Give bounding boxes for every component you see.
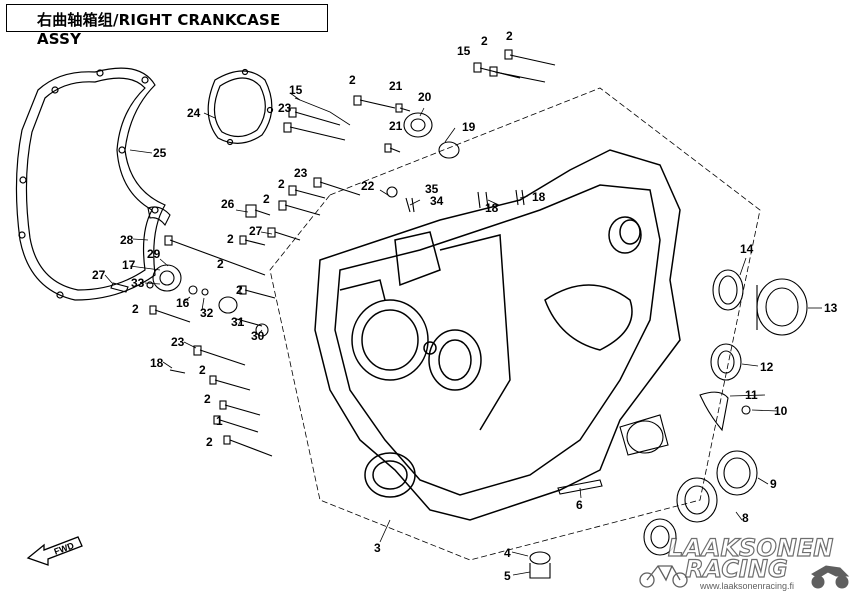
watermark-line2: RACING: [685, 555, 788, 583]
callout-30: 30: [251, 329, 265, 343]
callout-2: 2: [349, 73, 356, 87]
title-box: 右曲轴箱组/RIGHT CRANKCASE ASSY: [6, 4, 328, 48]
callout-13: 13: [824, 301, 838, 315]
callout-28: 28: [120, 233, 134, 247]
callout-27: 27: [249, 224, 263, 238]
callout-18: 18: [532, 190, 546, 204]
bicycle-icon: [639, 565, 688, 588]
callout-32: 32: [200, 306, 214, 320]
callout-2: 2: [199, 363, 206, 377]
callout-14: 14: [740, 242, 754, 256]
callout-10: 10: [774, 404, 788, 418]
callout-15: 15: [289, 83, 303, 97]
callout-2: 2: [278, 177, 285, 191]
callout-21: 21: [389, 119, 403, 133]
callout-11: 11: [745, 388, 758, 402]
callout-4: 4: [504, 546, 511, 560]
callout-12: 12: [760, 360, 774, 374]
callout-33: 33: [131, 276, 145, 290]
callout-19: 19: [462, 120, 476, 134]
callout-20: 20: [418, 90, 432, 104]
laaksonen-racing-watermark: LAAKSONEN RACING www.laaksonenracing.fi: [639, 533, 850, 591]
assembly-outline: [269, 87, 761, 561]
callout-17: 17: [122, 258, 136, 272]
callout-15: 15: [457, 44, 471, 58]
callout-23: 23: [294, 166, 308, 180]
page-title: 右曲轴箱组/RIGHT CRANKCASE ASSY: [37, 11, 281, 48]
callout-2: 2: [263, 192, 270, 206]
callout-18: 18: [150, 356, 164, 370]
callout-labels: 2 2 15 2 21 20 15 23 24 21 19 25 23 2 22…: [92, 29, 838, 583]
watermark-url: www.laaksonenracing.fi: [699, 581, 794, 591]
bolt-set: [149, 49, 556, 457]
callout-9: 9: [770, 477, 777, 491]
callout-25: 25: [153, 146, 167, 160]
callout-2: 2: [236, 283, 243, 297]
leader-lines: [104, 92, 822, 576]
callout-2: 2: [204, 392, 211, 406]
callout-16: 16: [176, 296, 190, 310]
callout-2: 2: [206, 435, 213, 449]
callout-2: 2: [132, 302, 139, 316]
callout-2: 2: [481, 34, 488, 48]
right-crankcase-body: [314, 149, 681, 521]
callout-26: 26: [221, 197, 235, 211]
callout-6: 6: [576, 498, 583, 512]
callout-2: 2: [506, 29, 513, 43]
callout-2: 2: [217, 257, 224, 271]
callout-21: 21: [389, 79, 403, 93]
callout-34: 34: [430, 194, 444, 208]
callout-23: 23: [278, 101, 292, 115]
callout-35: 35: [425, 182, 439, 196]
callout-2: 2: [227, 232, 234, 246]
callout-3: 3: [374, 541, 381, 555]
small-parts: [110, 112, 808, 579]
callout-27: 27: [92, 268, 106, 282]
outer-cover-gasket: [15, 67, 166, 301]
callout-8: 8: [742, 511, 749, 525]
callout-18: 18: [485, 201, 499, 215]
callout-29: 29: [147, 247, 161, 261]
callout-22: 22: [361, 179, 375, 193]
callout-1: 1: [216, 414, 223, 428]
fwd-label: FWD: [53, 540, 76, 557]
callout-5: 5: [504, 569, 511, 583]
cover-gasket: [207, 68, 274, 146]
callout-31: 31: [231, 315, 245, 329]
fwd-arrow: FWD: [26, 536, 83, 566]
callout-23: 23: [171, 335, 185, 349]
atv-icon: [811, 565, 850, 589]
callout-24: 24: [187, 106, 201, 120]
watermark-line1: LAAKSONEN: [668, 534, 833, 562]
